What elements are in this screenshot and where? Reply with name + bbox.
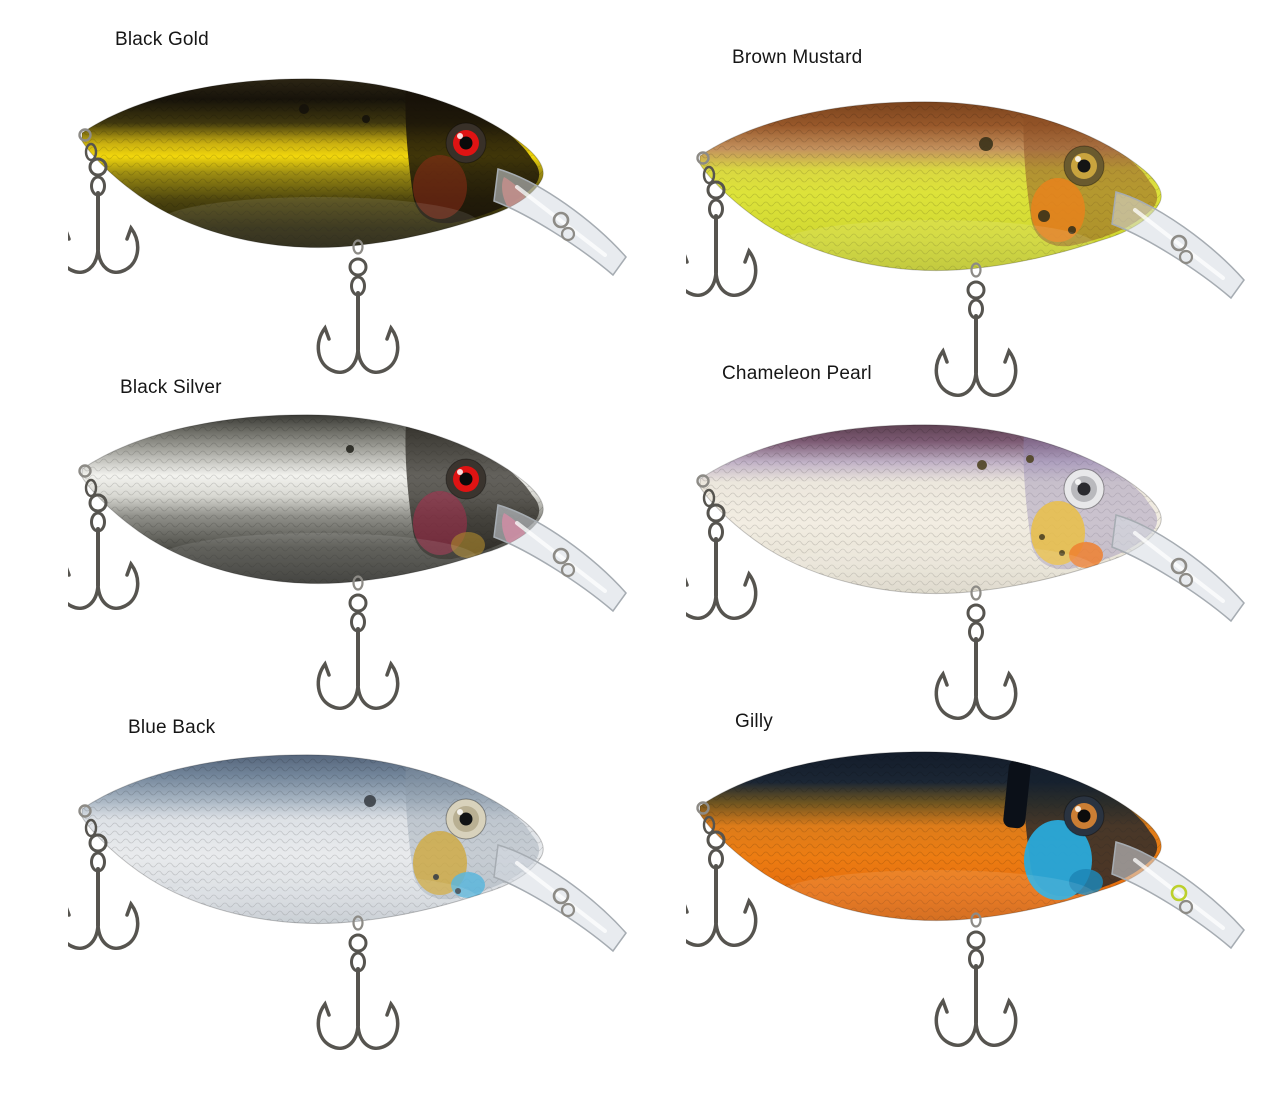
belly-eyelet <box>970 912 982 928</box>
lip-split-ring <box>1178 249 1194 265</box>
tail-split-ring <box>84 818 98 838</box>
lip-split-ring <box>1178 572 1194 588</box>
belly-sheen <box>158 533 478 584</box>
lure-image <box>674 746 1280 1058</box>
treble-hook <box>934 280 1018 397</box>
belly-sheen <box>158 873 478 924</box>
tail-split-ring <box>702 815 716 835</box>
lip-eyelet <box>1170 557 1188 575</box>
lure-label: Black Gold <box>115 29 209 50</box>
head-band <box>1003 759 1031 829</box>
lure-illustration <box>674 101 1245 397</box>
body-spot <box>362 115 370 123</box>
lip-highlight <box>1133 531 1225 603</box>
body-spot <box>346 445 354 453</box>
belly-sheen <box>776 543 1096 594</box>
lure-illustration <box>56 414 627 710</box>
lip-highlight <box>515 185 607 257</box>
lip-highlight <box>515 521 607 593</box>
tail-eyelet <box>78 128 92 142</box>
tail-split-ring <box>84 478 98 498</box>
tail-eyelet <box>78 464 92 478</box>
eye <box>1063 145 1105 187</box>
lip-split-ring <box>560 226 576 242</box>
lure-card-black-gold: Black Gold <box>56 28 668 385</box>
treble-hook <box>674 503 758 620</box>
lure-label: Gilly <box>735 711 773 732</box>
body-spot <box>364 795 376 807</box>
lip-split-ring <box>560 562 576 578</box>
tail-split-ring <box>702 488 716 508</box>
eye <box>1063 795 1105 837</box>
lip-eyelet <box>552 547 570 565</box>
belly-eyelet <box>352 575 364 591</box>
gill-patch <box>1031 178 1085 242</box>
treble-hook <box>316 257 400 374</box>
lure-label: Brown Mustard <box>732 47 863 68</box>
lure-illustration <box>674 424 1245 720</box>
body-spot <box>1039 534 1045 540</box>
lip-eyelet <box>552 211 570 229</box>
treble-hook <box>56 833 140 950</box>
lure-image <box>56 749 668 1061</box>
body-spot <box>433 874 439 880</box>
lure-card-gilly: Gilly <box>674 710 1280 1058</box>
lip-split-ring <box>1178 899 1194 915</box>
belly-eyelet <box>352 239 364 255</box>
body-spot <box>1068 226 1076 234</box>
gill-accent <box>1069 869 1103 895</box>
lure-illustration <box>56 78 627 374</box>
lure-illustration <box>674 751 1245 1047</box>
tail-eyelet <box>696 801 710 815</box>
belly-sheen <box>158 197 478 248</box>
treble-hook <box>316 593 400 710</box>
lip-split-ring <box>560 902 576 918</box>
belly-eyelet <box>970 262 982 278</box>
lure-card-blue-back: Blue Back <box>56 716 668 1061</box>
belly-eyelet <box>352 915 364 931</box>
lure-image <box>56 409 668 721</box>
tail-eyelet <box>696 474 710 488</box>
eye <box>445 798 487 840</box>
gill-accent <box>1069 542 1103 568</box>
lure-label: Chameleon Pearl <box>722 363 872 384</box>
treble-hook <box>316 933 400 1050</box>
tail-split-ring <box>84 142 98 162</box>
lip-highlight <box>1133 208 1225 280</box>
lure-illustration <box>56 754 627 1050</box>
body-spot <box>979 137 993 151</box>
tail-eyelet <box>696 151 710 165</box>
lure-card-black-silver: Black Silver <box>56 376 668 721</box>
lip-eyelet <box>1170 884 1188 902</box>
lure-image <box>674 419 1280 731</box>
lip-eyelet <box>552 887 570 905</box>
belly-sheen <box>776 220 1096 271</box>
body-spot <box>1026 455 1034 463</box>
tail-split-ring <box>702 165 716 185</box>
body-spot <box>977 460 987 470</box>
gill-accent <box>451 532 485 558</box>
body-spot <box>1059 550 1065 556</box>
body-spot <box>455 888 461 894</box>
body-spot <box>1038 210 1050 222</box>
lure-label: Black Silver <box>120 377 222 398</box>
lip-highlight <box>515 861 607 933</box>
eye <box>445 122 487 164</box>
lip-eyelet <box>1170 234 1188 252</box>
belly-eyelet <box>970 585 982 601</box>
tail-eyelet <box>78 804 92 818</box>
eye <box>1063 468 1105 510</box>
eye <box>445 458 487 500</box>
body-spot <box>299 104 309 114</box>
lure-label: Blue Back <box>128 717 216 738</box>
lip-highlight <box>1133 858 1225 930</box>
lure-card-brown-mustard: Brown Mustard <box>674 46 1280 408</box>
treble-hook <box>934 603 1018 720</box>
treble-hook <box>934 930 1018 1047</box>
lure-image <box>56 73 668 385</box>
gill-patch <box>413 155 467 219</box>
belly-sheen <box>776 870 1096 921</box>
lure-image <box>674 96 1280 408</box>
lure-card-chameleon-pearl: Chameleon Pearl <box>674 362 1280 731</box>
